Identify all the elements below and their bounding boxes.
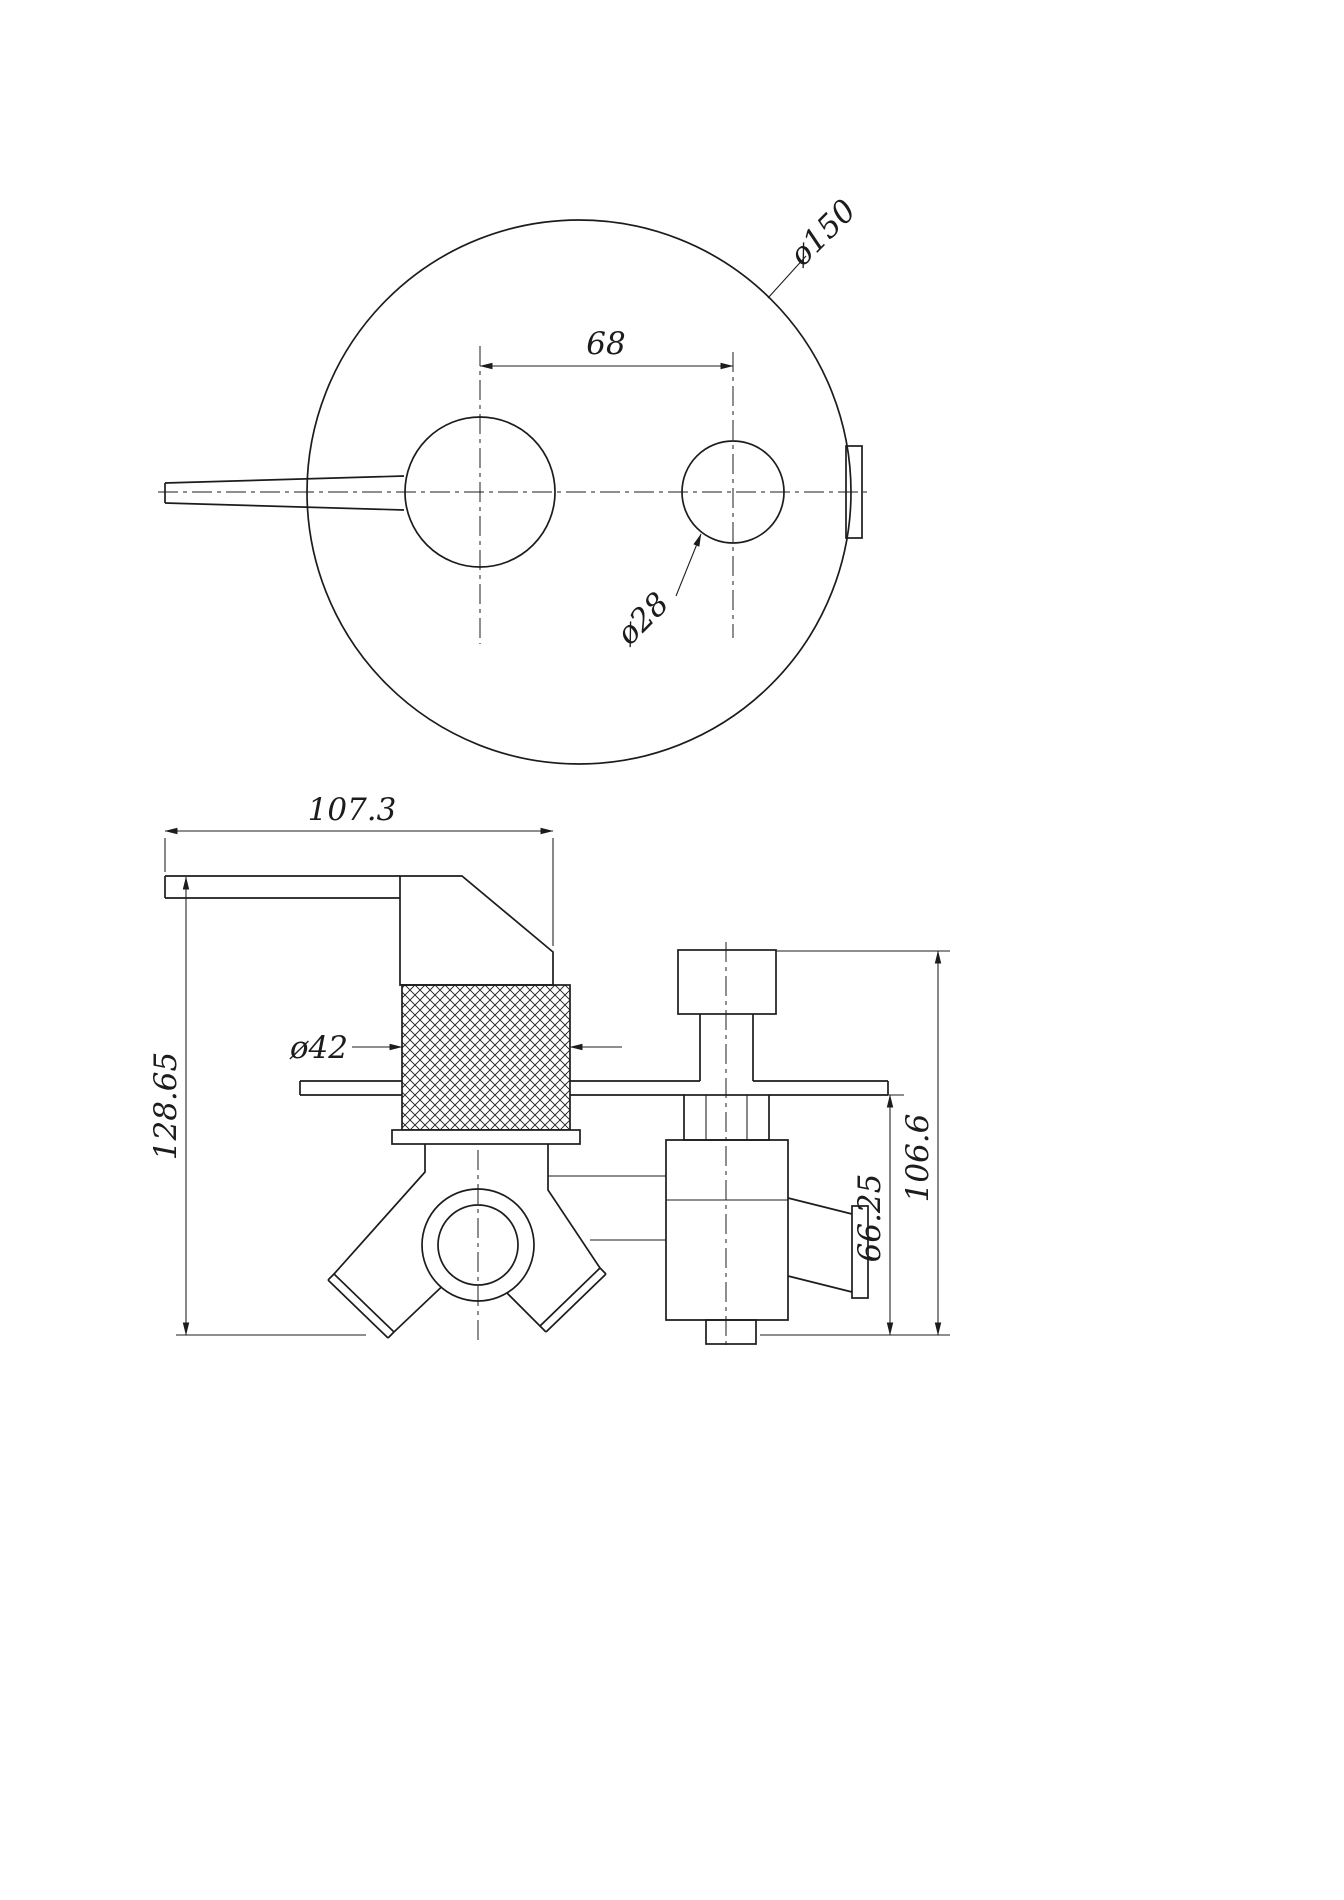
dim-overall-width-label: 107.3 xyxy=(308,792,397,828)
diverter-assembly xyxy=(665,942,869,1348)
inlet-pipe-cap-left xyxy=(327,1273,395,1339)
diverter-body xyxy=(665,1139,789,1321)
dimension-overall-height: 128.65 xyxy=(148,876,366,1336)
dimension-diverter-hole-diameter: ø28 xyxy=(609,533,702,653)
collar-flange xyxy=(391,1129,581,1145)
side-view: 107.3 xyxy=(148,792,950,1348)
dim-plate-diameter-label: ø150 xyxy=(782,193,863,274)
diverter-stem xyxy=(699,1014,754,1081)
lever-handle-side xyxy=(164,875,554,986)
mixer-hole-circle xyxy=(404,416,556,568)
dim-hole-spacing-label: 68 xyxy=(586,326,625,362)
diverter-hole-circle xyxy=(681,440,785,544)
side-tab xyxy=(845,445,863,539)
dimension-collar-diameter: ø42 xyxy=(289,1030,622,1066)
inlet-pipe-cap-right xyxy=(539,1267,607,1333)
dimension-body-depth: 66.25 xyxy=(852,1094,904,1336)
lever-hub xyxy=(399,875,554,986)
lever-handle-top xyxy=(164,475,405,511)
dim-diverter-hole-label: ø28 xyxy=(609,586,676,653)
body-bridge-lines xyxy=(548,1175,666,1241)
dimension-plate-diameter: ø150 xyxy=(767,193,863,299)
dim-body-depth-label: 66.25 xyxy=(852,1174,888,1263)
wall-plate-edge xyxy=(299,1080,889,1096)
outlet-pipe xyxy=(787,1197,853,1293)
dimension-diverter-height: 106.6 xyxy=(760,950,950,1336)
mixer-valve-body xyxy=(327,1144,666,1345)
diverter-bottom-tab xyxy=(705,1319,757,1345)
faceplate-circle xyxy=(306,219,852,765)
outlet-pipe-cap xyxy=(851,1205,869,1299)
dim-overall-height-label: 128.65 xyxy=(148,1052,184,1160)
dim-diverter-height-label: 106.6 xyxy=(900,1114,936,1203)
dim-collar-diameter-label: ø42 xyxy=(289,1030,348,1066)
dimension-hole-spacing: 68 xyxy=(479,326,734,370)
dimension-overall-width: 107.3 xyxy=(164,792,554,946)
knurled-collar xyxy=(401,984,571,1131)
top-view: 68 ø150 ø28 xyxy=(158,193,872,765)
diverter-knob xyxy=(677,949,777,1015)
valve-boss-inner xyxy=(437,1204,519,1286)
